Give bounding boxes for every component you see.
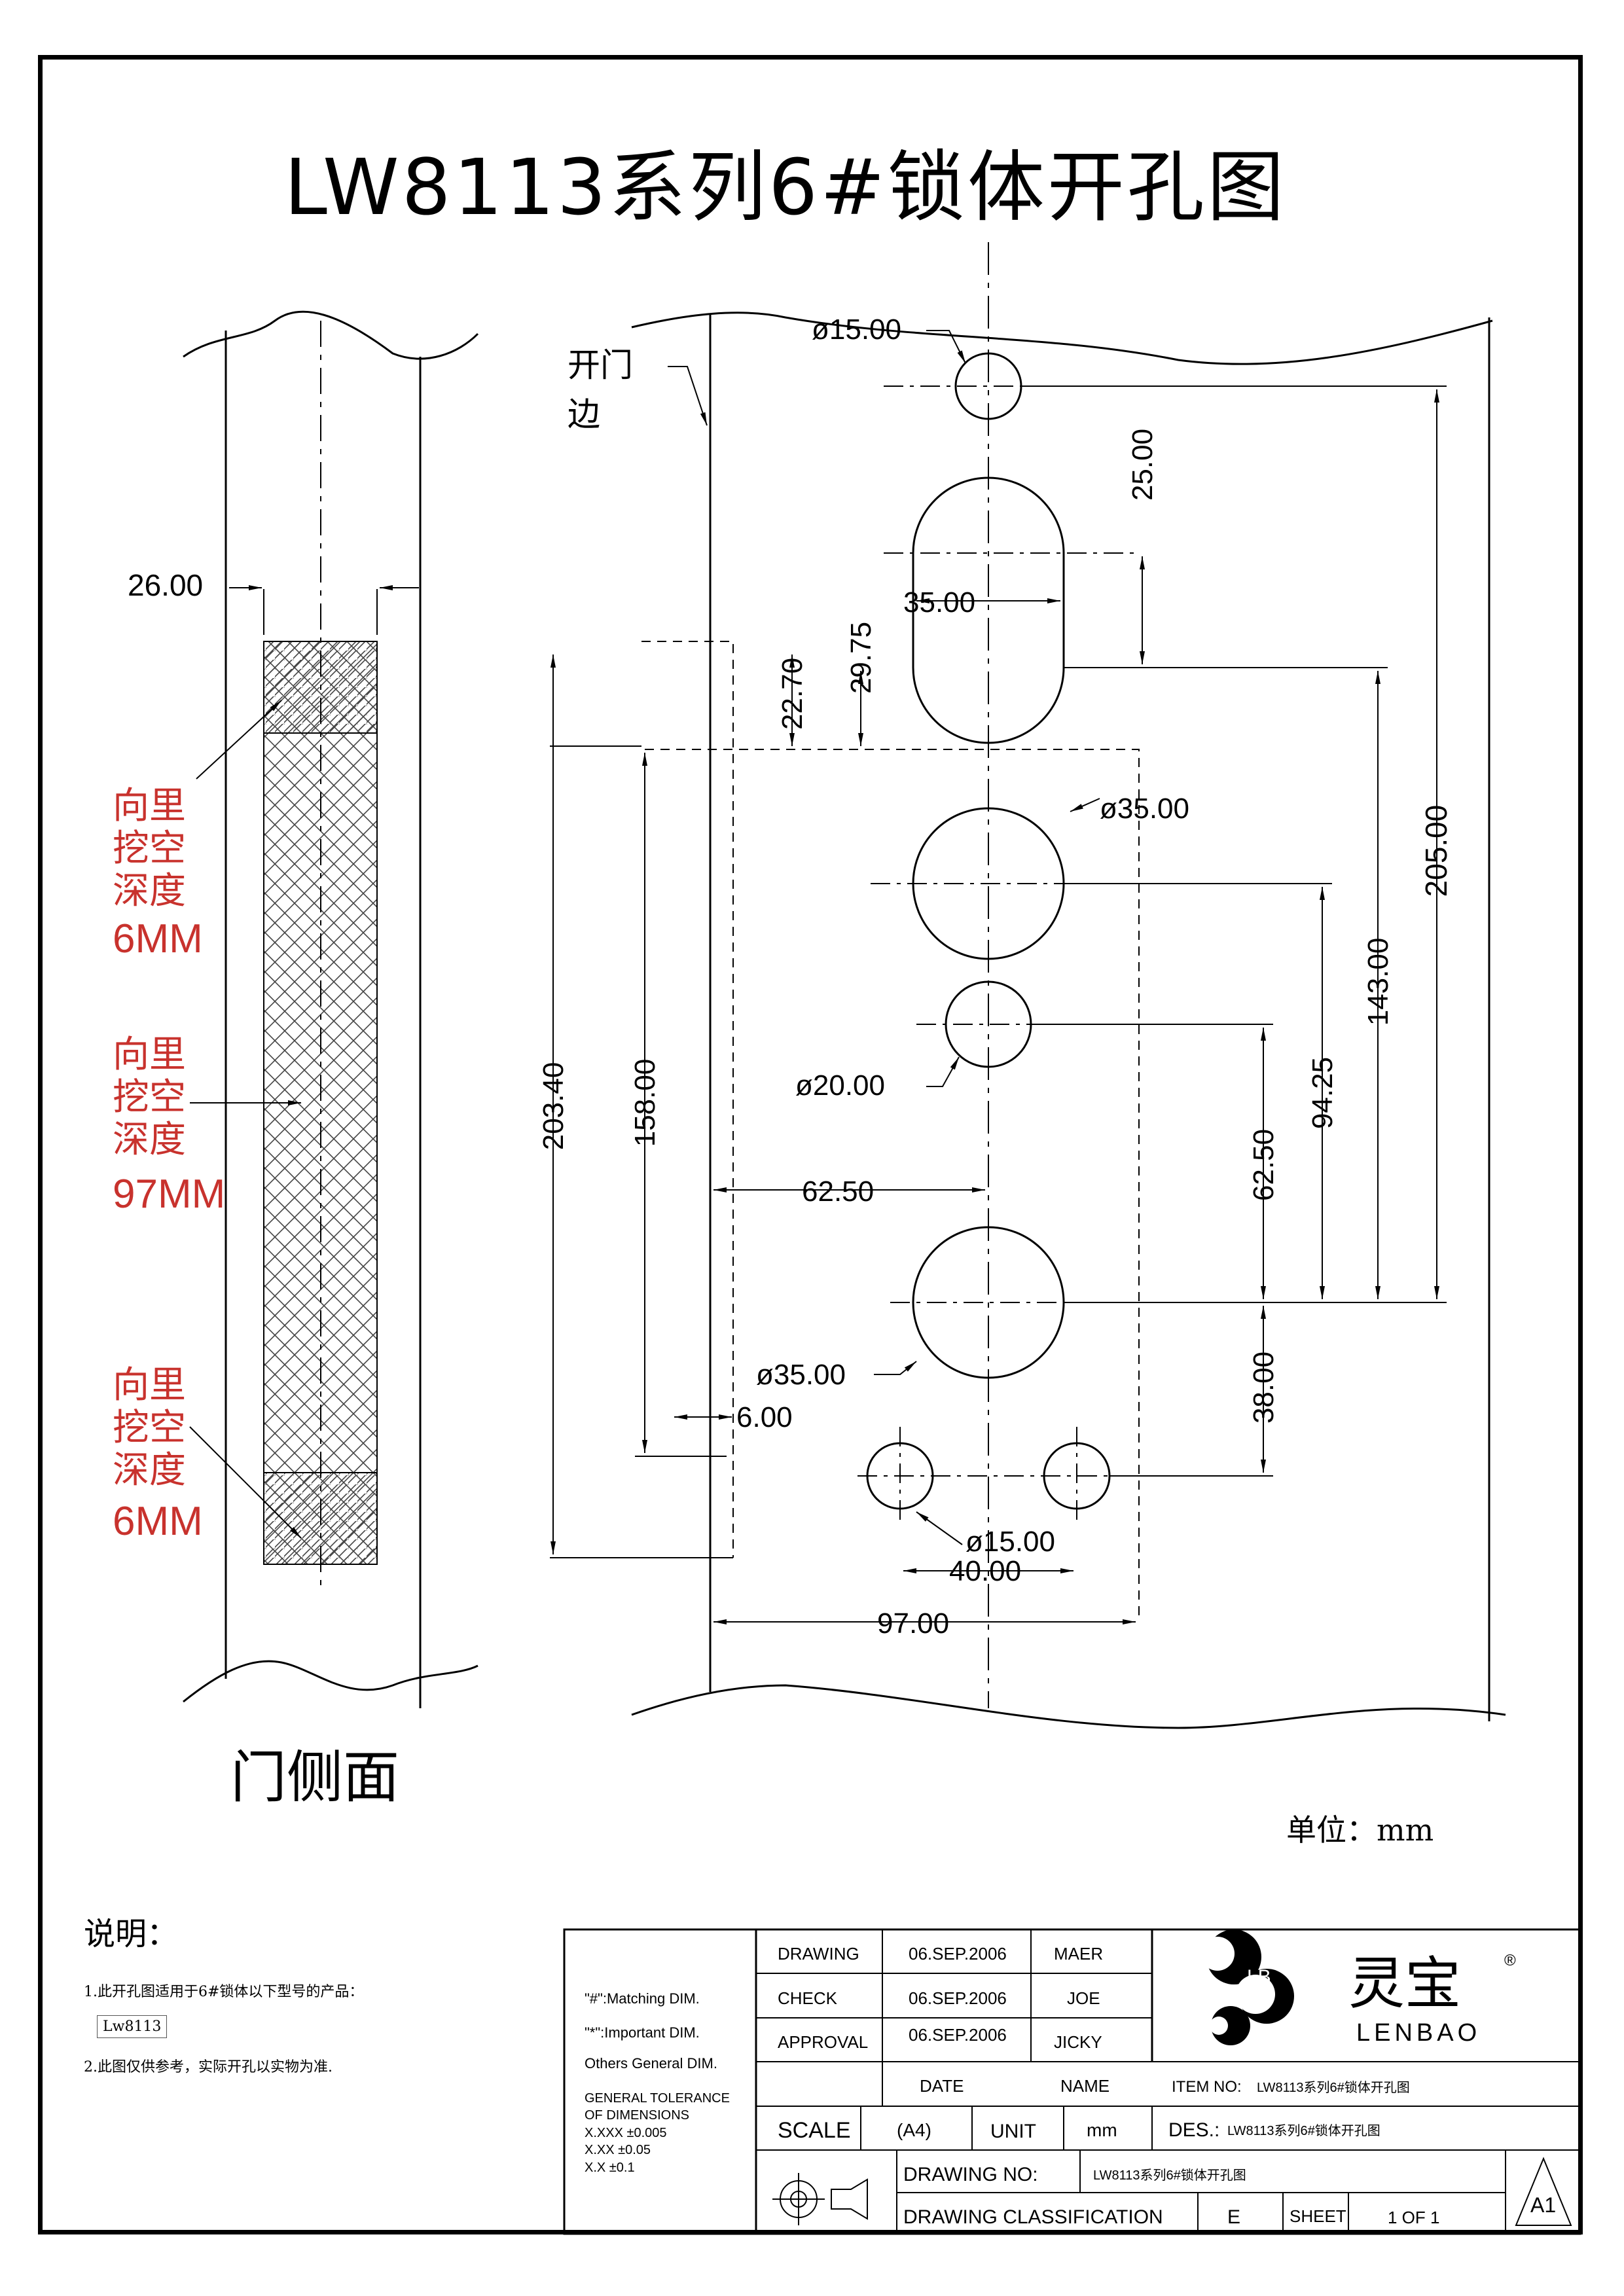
dim-h143: 143.00 bbox=[1362, 938, 1394, 1026]
svg-text:JICKY: JICKY bbox=[1054, 2032, 1102, 2052]
svg-text:DRAWING CLASSIFICATION: DRAWING CLASSIFICATION bbox=[903, 2206, 1163, 2228]
model-badge: Lw8113 bbox=[97, 2015, 168, 2038]
svg-text:深度: 深度 bbox=[113, 870, 186, 911]
svg-text:1 OF 1: 1 OF 1 bbox=[1388, 2208, 1439, 2227]
svg-text:MAER: MAER bbox=[1054, 1944, 1103, 1964]
svg-text:ITEM NO:: ITEM NO: bbox=[1172, 2078, 1242, 2096]
page-title: LW8113系列6#锁体开孔图 bbox=[284, 142, 1287, 232]
svg-text:APPROVAL: APPROVAL bbox=[778, 2032, 868, 2052]
svg-text:X.X ±0.1: X.X ±0.1 bbox=[585, 2161, 635, 2175]
break-line-top bbox=[183, 310, 479, 360]
front-dim-labels: ø15.00 35.00 ø35.00 ø20.00 62.50 ø35.00 … bbox=[537, 314, 1453, 1640]
notes-heading: 说明： bbox=[84, 1916, 179, 1952]
svg-text:向里: 向里 bbox=[113, 785, 186, 826]
svg-text:向里: 向里 bbox=[113, 1033, 186, 1075]
dim-d35-upper-label: ø35.00 bbox=[1100, 793, 1189, 825]
logo-initials: LB bbox=[1247, 1966, 1271, 1988]
dim-w97: 97.00 bbox=[877, 1607, 949, 1640]
svg-text:挖空: 挖空 bbox=[113, 827, 186, 869]
title-block bbox=[563, 1928, 1581, 2235]
door-edge-label-1: 开门 bbox=[568, 347, 633, 384]
dim-h22-70: 22.70 bbox=[776, 658, 808, 730]
svg-text:LW8113系列6#锁体开孔图: LW8113系列6#锁体开孔图 bbox=[1227, 2123, 1380, 2138]
dim-w35: 35.00 bbox=[903, 586, 975, 619]
svg-text:Others General DIM.: Others General DIM. bbox=[585, 2055, 717, 2072]
dim-h29-75: 29.75 bbox=[845, 622, 877, 694]
dim-h94-25: 94.25 bbox=[1307, 1057, 1339, 1129]
door-side-view bbox=[183, 310, 479, 1708]
projection-symbol-cone bbox=[831, 2178, 868, 2220]
svg-text:深度: 深度 bbox=[113, 1119, 186, 1160]
break-line-top-front bbox=[631, 312, 1493, 365]
svg-text:"#":Matching DIM.: "#":Matching DIM. bbox=[585, 1990, 700, 2007]
svg-text:挖空: 挖空 bbox=[113, 1076, 186, 1117]
svg-text:06.SEP.2006: 06.SEP.2006 bbox=[909, 1944, 1007, 1964]
drawing-frame bbox=[38, 55, 1583, 2234]
svg-text:"*":Important DIM.: "*":Important DIM. bbox=[585, 2024, 700, 2041]
svg-text:97MM: 97MM bbox=[113, 1172, 225, 1217]
notes-line-2: 2.此图仅供参考，实际开孔以实物为准. bbox=[84, 2059, 333, 2075]
svg-text:DATE: DATE bbox=[920, 2076, 964, 2096]
svg-text:OF DIMENSIONS: OF DIMENSIONS bbox=[585, 2108, 689, 2123]
dim-h38: 38.00 bbox=[1248, 1352, 1280, 1424]
svg-text:LW8113系列6#锁体开孔图: LW8113系列6#锁体开孔图 bbox=[1093, 2168, 1246, 2183]
unit-label: 单位：mm bbox=[1286, 1812, 1434, 1848]
svg-text:深度: 深度 bbox=[113, 1449, 186, 1490]
svg-text:E: E bbox=[1227, 2206, 1240, 2228]
dim-26: 26.00 bbox=[128, 568, 203, 602]
tolerance-notes: "#":Matching DIM. "*":Important DIM. Oth… bbox=[585, 1990, 730, 2175]
svg-text:X.XX ±0.05: X.XX ±0.05 bbox=[585, 2143, 651, 2157]
brand-cn: 灵宝 bbox=[1348, 1952, 1461, 2015]
dim-w40: 40.00 bbox=[949, 1555, 1021, 1587]
door-edge-label-2: 边 bbox=[568, 396, 600, 433]
svg-text:挖空: 挖空 bbox=[113, 1407, 186, 1448]
dim-w62-50: 62.50 bbox=[802, 1175, 874, 1208]
svg-text:JOE: JOE bbox=[1067, 1988, 1100, 2008]
svg-text:06.SEP.2006: 06.SEP.2006 bbox=[909, 1988, 1007, 2008]
lock-face-view bbox=[550, 242, 1506, 1729]
notes: 说明： 1.此开孔图适用于6#锁体以下型号的产品： Lw8113 2.此图仅供参… bbox=[84, 1908, 363, 2090]
svg-text:向里: 向里 bbox=[113, 1364, 186, 1405]
zone-label-bottom: 向里 挖空 深度 6MM bbox=[113, 1364, 203, 1544]
zone-label-middle: 向里 挖空 深度 97MM bbox=[113, 1033, 225, 1217]
notes-line-1: 1.此开孔图适用于6#锁体以下型号的产品： bbox=[84, 1984, 364, 2000]
svg-text:UNIT: UNIT bbox=[990, 2121, 1036, 2142]
svg-text:NAME: NAME bbox=[1060, 2076, 1110, 2096]
door-side-caption: 门侧面 bbox=[230, 1746, 399, 1809]
dim-h205: 205.00 bbox=[1419, 805, 1453, 897]
svg-text:X.XXX ±0.005: X.XXX ±0.005 bbox=[585, 2126, 667, 2140]
dim-d20: ø20.00 bbox=[795, 1069, 885, 1102]
dim-h25: 25.00 bbox=[1127, 429, 1159, 501]
dim-d35-lower: ø35.00 bbox=[756, 1359, 846, 1391]
svg-text:A1: A1 bbox=[1530, 2193, 1556, 2217]
svg-text:GENERAL TOLERANCE: GENERAL TOLERANCE bbox=[585, 2091, 730, 2106]
dim-d15-top: ø15.00 bbox=[812, 314, 901, 346]
svg-text:SHEET: SHEET bbox=[1290, 2206, 1346, 2226]
svg-text:(A4): (A4) bbox=[897, 2120, 931, 2140]
svg-text:LW8113系列6#锁体开孔图: LW8113系列6#锁体开孔图 bbox=[1257, 2080, 1410, 2095]
registered-mark: ® bbox=[1504, 1952, 1516, 1969]
svg-text:DRAWING NO:: DRAWING NO: bbox=[903, 2164, 1038, 2185]
svg-text:DRAWING: DRAWING bbox=[778, 1944, 859, 1964]
size-mark-triangle bbox=[1515, 2157, 1572, 2226]
break-line-bottom-front bbox=[631, 1684, 1506, 1729]
approval-rows: DRAWING 06.SEP.2006 MAER CHECK 06.SEP.20… bbox=[778, 1944, 1556, 2228]
zone-label-top: 向里 挖空 深度 6MM bbox=[113, 785, 203, 961]
brand-en: LENBAO bbox=[1356, 2019, 1481, 2047]
brand-logo bbox=[1200, 1929, 1294, 2045]
svg-text:mm: mm bbox=[1087, 2120, 1117, 2140]
dim-h203-40: 203.40 bbox=[537, 1062, 569, 1151]
svg-text:6MM: 6MM bbox=[113, 1499, 203, 1544]
svg-text:06.SEP.2006: 06.SEP.2006 bbox=[909, 2025, 1007, 2045]
svg-text:SCALE: SCALE bbox=[778, 2118, 851, 2143]
svg-text:DES.:: DES.: bbox=[1168, 2119, 1219, 2141]
svg-text:CHECK: CHECK bbox=[778, 1988, 838, 2008]
svg-text:6MM: 6MM bbox=[113, 916, 203, 961]
dim-h158: 158.00 bbox=[629, 1059, 661, 1147]
dim-w6: 6.00 bbox=[736, 1401, 793, 1433]
dim-d15-bottom: ø15.00 bbox=[965, 1526, 1055, 1558]
dim-h62-50: 62.50 bbox=[1248, 1129, 1280, 1201]
break-line-bottom bbox=[183, 1660, 478, 1703]
